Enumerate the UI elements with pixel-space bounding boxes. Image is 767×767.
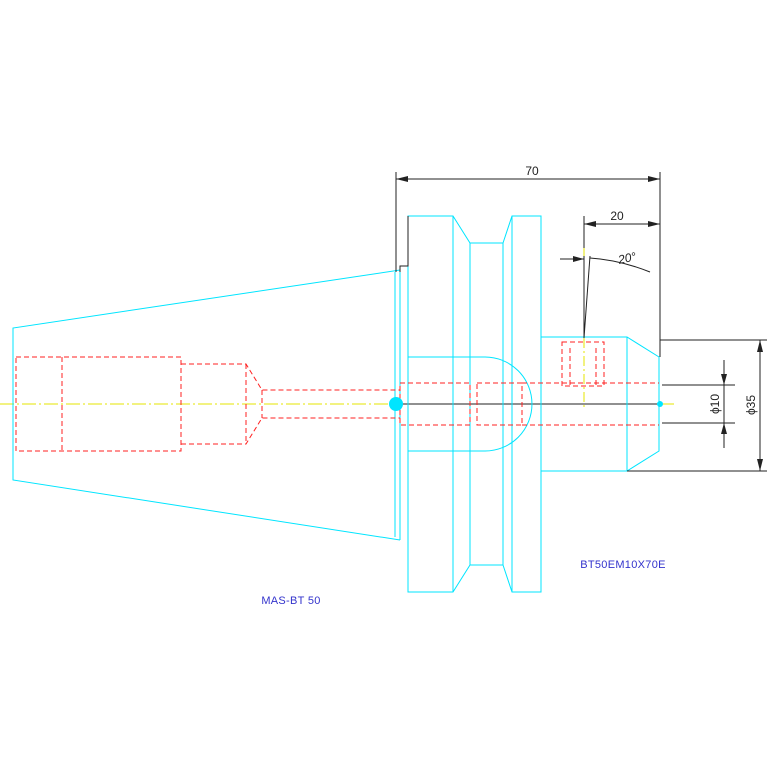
center-marker-left bbox=[389, 397, 403, 411]
hidden-lines bbox=[15, 341, 659, 452]
dim-dia35-text: ϕ35 bbox=[744, 395, 758, 415]
dim-70-text: 70 bbox=[525, 164, 539, 178]
taper-shank bbox=[12, 269, 401, 541]
profile-outline bbox=[399, 216, 409, 272]
dim-dia10-text: ϕ10 bbox=[708, 394, 722, 414]
model-label: MAS-BT 50 bbox=[261, 595, 320, 607]
part-label: BT50EM10X70E bbox=[580, 559, 666, 571]
dim-angle-text: 20° bbox=[616, 249, 638, 267]
dimension-lines bbox=[395, 172, 767, 472]
center-marker-right bbox=[657, 401, 663, 407]
dim-20-text: 20 bbox=[610, 209, 624, 223]
